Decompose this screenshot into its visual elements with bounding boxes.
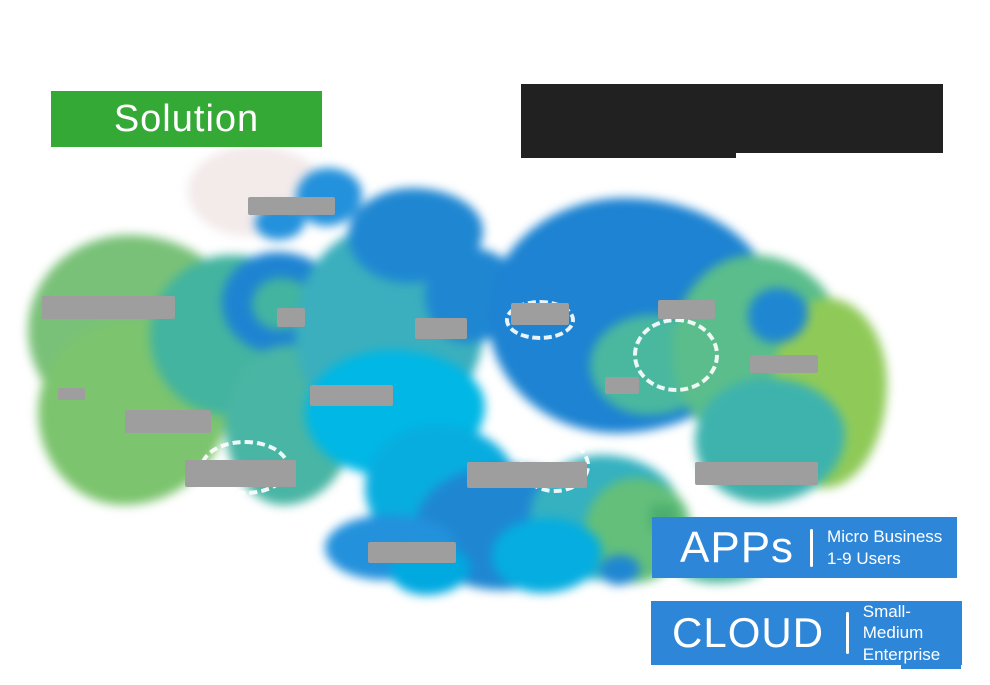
illegible-word-label xyxy=(695,462,818,485)
cloud-legend-box: CLOUD Small-Medium Enterprise xyxy=(651,601,962,665)
illegible-word-label xyxy=(185,460,296,487)
cloud-blob xyxy=(492,518,602,593)
illegible-word-label xyxy=(42,296,175,319)
apps-divider-bar xyxy=(810,528,814,567)
cloud-subtitle: Small-Medium Enterprise xyxy=(863,601,962,665)
illegible-word-label xyxy=(277,308,305,327)
cloud-blob xyxy=(748,288,808,343)
cloud-title: CLOUD xyxy=(672,609,825,656)
cloud-subtitle-line1: Small-Medium xyxy=(862,602,924,643)
title-box xyxy=(521,84,943,153)
illegible-word-label xyxy=(125,410,211,433)
illegible-word-label xyxy=(511,303,569,325)
illegible-word-label xyxy=(58,388,85,400)
apps-subtitle-line1: Micro Business xyxy=(827,527,943,547)
illegible-word-label xyxy=(467,462,587,488)
illegible-word-label xyxy=(310,385,393,406)
dashed-circle-icon xyxy=(505,300,575,340)
apps-subtitle: Micro Business 1-9 Users xyxy=(827,526,942,569)
cloud-divider-bar xyxy=(846,612,849,654)
cloud-subtitle-line2: Enterprise xyxy=(862,644,941,664)
apps-subtitle-line2: 1-9 Users xyxy=(827,548,901,568)
solution-banner: Solution xyxy=(51,91,322,147)
cloud-box-underline xyxy=(901,665,961,669)
illegible-word-label xyxy=(750,355,818,373)
illegible-word-label xyxy=(415,318,467,339)
cloud-blob xyxy=(600,555,640,585)
solution-banner-label: Solution xyxy=(113,97,260,140)
title-box-step xyxy=(521,153,736,158)
illegible-word-label xyxy=(605,377,639,394)
dashed-circle-icon xyxy=(633,318,719,392)
apps-title: APPs xyxy=(680,522,795,572)
apps-legend-box: APPs Micro Business 1-9 Users xyxy=(652,517,957,578)
illegible-word-label xyxy=(368,542,456,563)
illegible-word-label xyxy=(658,300,715,319)
illegible-word-label xyxy=(248,197,335,215)
